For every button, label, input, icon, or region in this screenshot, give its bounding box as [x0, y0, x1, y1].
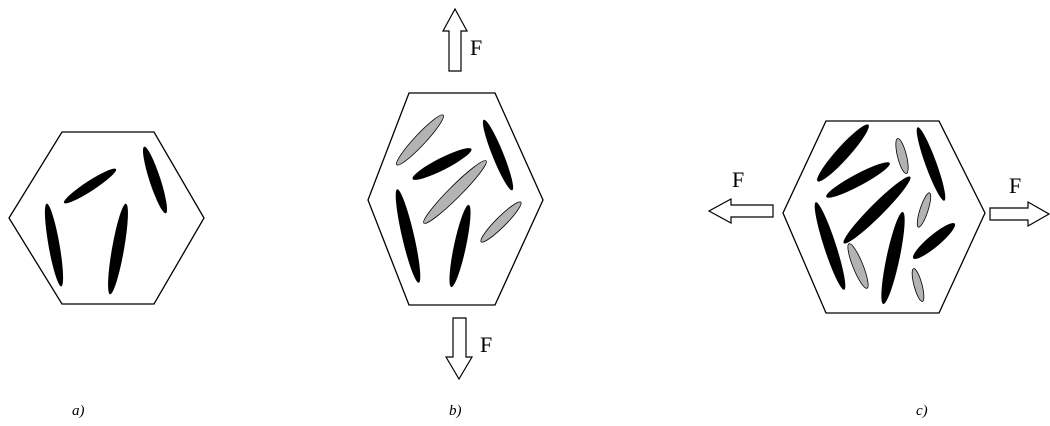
panel-caption-a: a) — [72, 403, 85, 419]
panel-caption-c: c) — [916, 403, 928, 419]
panel-b: F F b) — [368, 9, 543, 419]
force-label-up: F — [470, 35, 482, 60]
force-arrow-down — [446, 318, 472, 379]
panel-caption-b: b) — [449, 403, 462, 419]
force-arrow-up — [443, 9, 467, 71]
force-label-right: F — [1009, 173, 1021, 198]
force-label-down: F — [480, 332, 492, 357]
hexagonal-grain-a — [9, 132, 204, 304]
force-arrow-right — [990, 202, 1049, 226]
force-arrow-left — [709, 199, 773, 223]
panel-a: a) — [9, 132, 204, 419]
panel-c: F F c) — [709, 120, 1049, 419]
force-label-left: F — [732, 167, 744, 192]
